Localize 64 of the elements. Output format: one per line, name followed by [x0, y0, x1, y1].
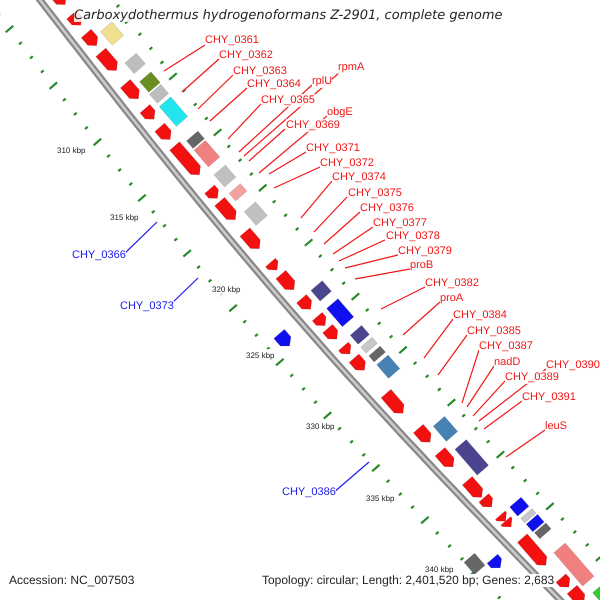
gene-label: CHY_0382 — [425, 277, 479, 290]
leader-line — [332, 226, 374, 254]
leader-line — [274, 166, 320, 189]
leader-line — [354, 268, 410, 280]
gene-label: leuS — [545, 420, 568, 433]
gene-label: CHY_0385 — [467, 325, 521, 338]
gene-label: CHY_0386 — [282, 486, 336, 499]
scale-label: 315 kbp — [110, 211, 138, 224]
leader-line — [424, 318, 454, 358]
leader-line — [198, 74, 234, 110]
gene-label: rplU — [312, 75, 332, 88]
gene-label: CHY_0373 — [120, 300, 174, 313]
gene-label: CHY_0378 — [386, 230, 440, 243]
gene-label: CHY_0363 — [233, 65, 287, 78]
gene-label: CHY_0391 — [522, 391, 576, 404]
gene-label: CHY_0375 — [348, 187, 402, 200]
gene-label: CHY_0387 — [479, 340, 533, 353]
leader-line — [438, 334, 468, 376]
accession-text: Accession: NC_007503 — [9, 574, 134, 587]
genome-summary-text: Topology: circular; Length: 2,401,520 bp; Genes: 2,683 — [262, 574, 554, 587]
leader-line — [472, 380, 506, 416]
scale-label: 330 kbp — [306, 420, 334, 433]
gene-label: CHY_0374 — [332, 171, 386, 184]
genome-title: Carboxydothermus hydrogenoformans Z-2901, complete genome — [74, 9, 503, 22]
leader-line — [338, 239, 386, 262]
leader-line — [506, 430, 546, 458]
gene-label: CHY_0369 — [286, 119, 340, 132]
leader-line — [164, 44, 206, 72]
gene-label: obgE — [327, 106, 353, 119]
gene-label: CHY_0379 — [398, 245, 452, 258]
gene-label: CHY_0364 — [247, 78, 301, 91]
gene-label: CHY_0362 — [219, 49, 273, 62]
leader-line — [210, 88, 248, 122]
leader-line — [461, 350, 480, 404]
leader-line — [402, 302, 440, 336]
leader-line — [248, 128, 286, 162]
leader-line — [300, 180, 332, 218]
leader-line — [380, 286, 426, 310]
leader-line — [324, 212, 360, 244]
gene-label: CHY_0389 — [505, 371, 559, 384]
gene-label: CHY_0372 — [320, 157, 374, 170]
gene-label: nadD — [494, 356, 520, 369]
gene-label: CHY_0390 — [546, 359, 600, 372]
gene-label: CHY_0366 — [72, 249, 126, 262]
leader-line — [182, 58, 220, 92]
gene-label: rpmA — [338, 61, 364, 74]
scale-label: 320 kbp — [212, 283, 240, 296]
scale-label: 335 kbp — [366, 492, 394, 505]
gene-label: proB — [410, 259, 434, 272]
gene-label: CHY_0377 — [373, 217, 427, 230]
gene-label: CHY_0361 — [205, 34, 259, 47]
scale-label: 310 kbp — [57, 144, 86, 157]
leader-line — [228, 104, 262, 140]
scale-label: 325 kbp — [246, 349, 274, 362]
gene-label: CHY_0376 — [360, 202, 414, 215]
gene-label: CHY_0371 — [306, 142, 360, 155]
leader-line — [466, 366, 494, 408]
leader-line — [484, 400, 522, 430]
leader-line — [268, 151, 306, 175]
gene-label: CHY_0384 — [453, 309, 507, 322]
gene-label: proA — [440, 292, 464, 305]
gene-label: CHY_0365 — [261, 94, 315, 107]
leader-line — [314, 196, 348, 232]
leader-line — [344, 254, 398, 269]
